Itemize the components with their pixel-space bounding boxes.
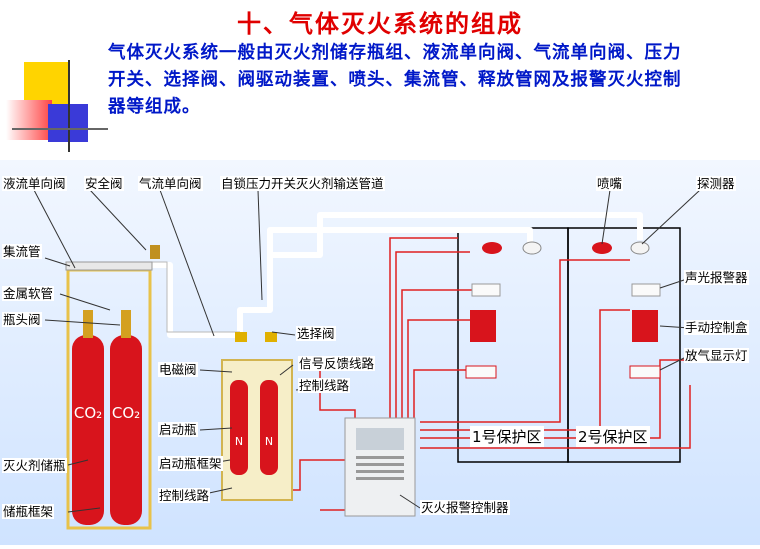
manual-box-zone1 — [470, 310, 496, 342]
system-diagram: CO₂ CO₂ N N — [33, 189, 701, 530]
pipes — [75, 212, 643, 338]
intro-text: 气体灭火系统一般由灭火剂储存瓶组、液流单向阀、气流单向阀、压力开关、选择阀、阀驱… — [108, 43, 682, 117]
label-start-frame: 启动瓶框架 — [158, 456, 223, 471]
detector-zone2 — [630, 241, 650, 255]
wire-lines — [230, 237, 691, 511]
label-bottle-valve: 瓶头阀 — [2, 312, 42, 327]
n-mark-2: N — [265, 435, 273, 448]
zone2-box — [567, 227, 681, 463]
label-gas-check-valve: 气流单向阀 — [138, 176, 203, 191]
co2-mark-1: CO₂ — [74, 404, 102, 422]
nozzle-zone2 — [592, 242, 612, 254]
label-zone2: 2号保护区 — [576, 426, 650, 447]
page-title: 十、气体灭火系统的组成 — [237, 10, 523, 38]
release-lamp-zone1 — [465, 365, 497, 379]
label-nozzle: 喷嘴 — [596, 176, 624, 191]
label-agent-bottle: 灭火剂储瓶 — [2, 458, 67, 473]
nozzle-zone1 — [482, 242, 502, 254]
n-mark-1: N — [235, 435, 243, 448]
label-alarm: 声光报警器 — [684, 270, 749, 285]
diagram-area: CO₂ CO₂ N N — [0, 160, 760, 545]
label-solenoid-valve: 电磁阀 — [158, 362, 198, 377]
label-pressure-switch-pipe: 自锁压力开关灭火剂输送管道 — [220, 176, 385, 191]
label-safety-valve: 安全阀 — [84, 176, 124, 191]
manual-box-zone2 — [632, 310, 658, 342]
label-control-line: 控制线路 — [298, 378, 351, 393]
label-bottle-frame: 储瓶框架 — [2, 504, 55, 519]
deco-red-square — [6, 100, 52, 140]
label-zone1: 1号保护区 — [470, 426, 544, 447]
label-metal-hose: 金属软管 — [2, 286, 55, 301]
safety-valve-icon — [150, 245, 160, 259]
label-start-bottle: 启动瓶 — [158, 422, 198, 437]
release-lamp-zone2 — [629, 365, 661, 379]
label-selector-valve: 选择阀 — [296, 326, 336, 341]
deco-vertical-line — [68, 60, 70, 152]
co2-mark-2: CO₂ — [112, 404, 140, 422]
label-detector: 探测器 — [696, 176, 736, 191]
alarm-zone2 — [631, 283, 661, 297]
label-controller: 灭火报警控制器 — [420, 500, 510, 515]
detector-zone1 — [522, 241, 542, 255]
deco-horizontal-line — [12, 128, 108, 130]
label-release-lamp: 放气显示灯 — [684, 348, 749, 363]
leader-lines — [33, 189, 701, 513]
manifold-bar — [65, 261, 153, 271]
label-manual-box: 手动控制盒 — [684, 320, 749, 335]
label-feedback-line: 信号反馈线路 — [298, 356, 376, 371]
co2-cylinders: CO₂ CO₂ — [72, 310, 142, 525]
selector-valve-2 — [265, 332, 277, 342]
label-manifold: 集流管 — [2, 244, 42, 259]
alarm-zone1 — [471, 283, 501, 297]
label-control-line-2: 控制线路 — [158, 488, 211, 503]
label-liquid-check-valve: 液流单向阀 — [2, 176, 67, 191]
selector-valve-1 — [235, 332, 247, 342]
